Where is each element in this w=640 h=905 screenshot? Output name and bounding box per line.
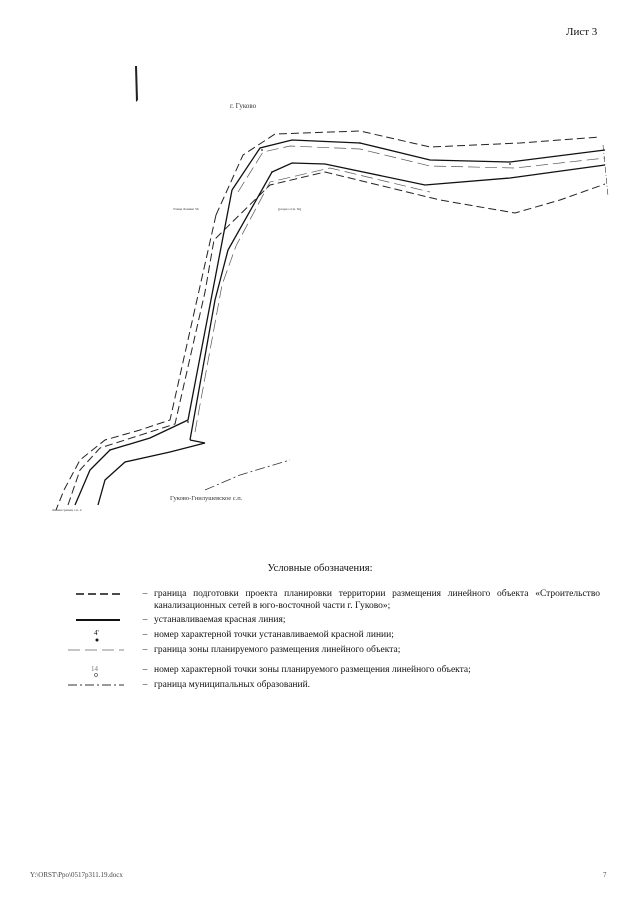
legend-item: – граница подготовки проекта планировки … <box>60 588 600 612</box>
footer-page-number: 7 <box>603 871 607 879</box>
red-line-point-label: 4' <box>94 629 99 637</box>
red-line-left-lower <box>97 439 206 506</box>
dashed-boundary-symbol <box>76 593 120 595</box>
red-line-lower <box>189 162 606 441</box>
zone-boundary-symbol <box>68 649 124 651</box>
map-corner-label: Линия границ с.п. 4 <box>52 508 82 512</box>
planning-boundary-lower <box>67 171 606 506</box>
north-arrow <box>135 66 138 102</box>
map-city-label: г. Гуково <box>230 102 257 110</box>
zone-boundary-b <box>194 167 431 433</box>
municipal-border <box>204 459 291 491</box>
red-line-left <box>74 189 233 506</box>
footer-file-path: Y:\ORST\Ppo\0517p311.19.docx <box>30 871 123 879</box>
planning-boundary-upper <box>215 130 601 216</box>
legend-item: – граница зоны планируемого размещения л… <box>60 644 600 656</box>
legend-item-text: устанавливаемая красная линия; <box>154 615 286 625</box>
legend-item: 4' – номер характерной точки устанавлива… <box>60 629 600 643</box>
map-street-right: [разрез отм. 3в] <box>278 207 301 211</box>
planning-boundary-left <box>55 214 217 511</box>
zone-boundary-a <box>237 145 606 193</box>
legend-item-text: номер характерной точки зоны планируемог… <box>154 665 471 675</box>
sheet-label: Лист 3 <box>566 26 598 38</box>
legend-item: – граница муниципальных образований. <box>60 679 600 691</box>
red-line-symbol <box>76 619 120 621</box>
map-settlement-label: Гуково-Гнилушевское с.п. <box>170 495 243 502</box>
legend-item: 14 – номер характерной точки зоны планир… <box>60 664 600 678</box>
legend-title: Условные обозначения: <box>267 563 373 574</box>
site-plan-drawing: г. Гуково Гуково-Гнилушевское с.п. Улица… <box>52 66 609 512</box>
zone-point-symbol: 14 <box>91 665 99 677</box>
legend-item-text: номер характерной точки устанавливаемой … <box>154 630 394 640</box>
municipal-border-symbol <box>68 684 124 686</box>
zone-point-label: 14 <box>91 665 99 673</box>
legend-item-text: граница подготовки проекта планировки те… <box>154 589 600 611</box>
legend-item: – устанавливаемая красная линия; <box>60 614 600 626</box>
legend-item-text: граница зоны планируемого размещения лин… <box>154 645 401 655</box>
red-line-point-symbol: 4' <box>94 629 99 642</box>
map-street-left: Улица Ленина 56 <box>173 207 199 211</box>
legend-item-text: граница муниципальных образований. <box>154 680 311 690</box>
municipal-border-right <box>602 144 609 197</box>
legend: – граница подготовки проекта планировки … <box>60 588 600 691</box>
